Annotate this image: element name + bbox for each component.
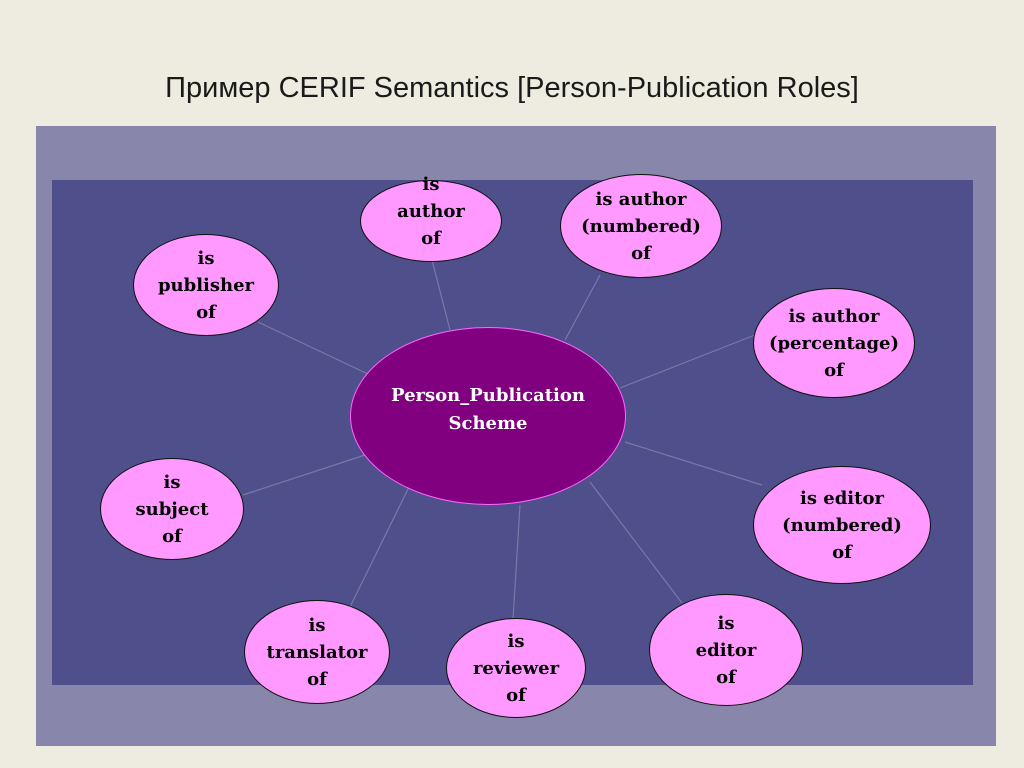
role-bubble-is-reviewer: is reviewer of [446, 618, 586, 718]
center-label: Person_Publication Scheme [391, 385, 585, 434]
connector-line [242, 454, 366, 496]
role-label: is subject of [135, 471, 209, 547]
connector-line [619, 332, 761, 389]
center-bubble-person-publication-scheme: Person_Publication Scheme [350, 327, 626, 505]
role-bubble-is-author-percentage: is author (percentage) of [753, 288, 915, 398]
connector-line [589, 481, 683, 604]
connector-line [349, 484, 411, 608]
role-bubble-is-translator: is translator of [244, 600, 390, 704]
role-bubble-is-editor: is editor of [649, 594, 803, 706]
role-label: is reviewer of [472, 630, 560, 706]
connector-line [431, 259, 451, 331]
role-label: is author (percentage) of [768, 305, 900, 381]
role-label: is translator of [266, 614, 368, 690]
role-bubble-is-publisher: is publisher of [133, 234, 279, 336]
connector-line [512, 504, 521, 621]
role-label: is editor of [695, 612, 757, 688]
role-bubble-is-editor-numbered: is editor (numbered) of [753, 466, 931, 584]
connector-line [624, 441, 763, 486]
connector-line [564, 274, 601, 341]
role-bubble-is-author: is author of [360, 174, 502, 262]
role-bubble-is-author-numbered: is author (numbered) of [560, 174, 722, 278]
role-bubble-is-subject: is subject of [100, 458, 244, 560]
role-label: is author (numbered) of [581, 188, 701, 264]
connector-line [257, 321, 371, 376]
role-label: is editor (numbered) of [782, 487, 902, 563]
slide-title: Пример CERIF Semantics [Person-Publicati… [165, 72, 859, 104]
role-label: is publisher of [157, 247, 255, 323]
role-label: is author of [397, 173, 465, 249]
